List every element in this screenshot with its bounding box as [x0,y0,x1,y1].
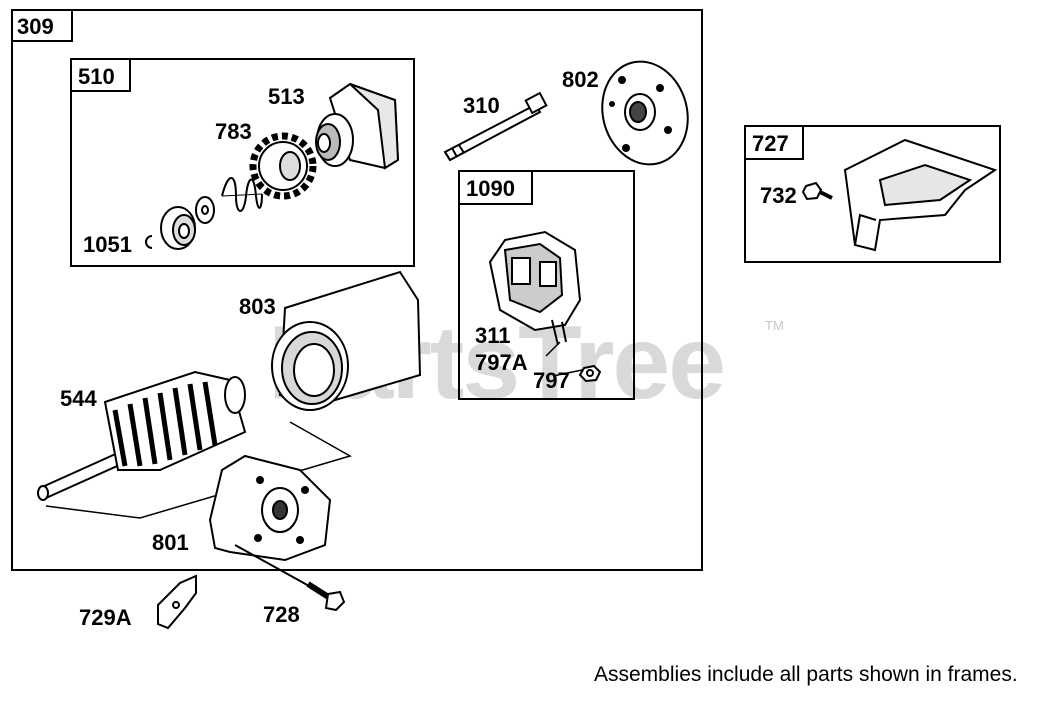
frame-309: 309 [11,9,703,571]
motor-housing-drawing [271,270,422,411]
part-label-544: 544 [60,386,97,411]
frame-label-309: 309 [17,14,54,39]
assembly-note: Assemblies include all parts shown in fr… [594,663,1018,686]
nut-drawing [578,364,602,383]
part-label-802: 802 [562,67,599,92]
bracket-729a-drawing [157,574,197,630]
part-label-728: 728 [263,602,300,627]
trademark-mark: TM [765,318,784,333]
bolt-728-drawing [234,544,346,612]
frame-label-1090: 1090 [466,176,515,201]
retaining-clip-drawing [145,235,153,249]
screw-732-drawing [801,181,833,201]
leader-lines [545,341,583,377]
drive-housing-drawing [315,82,400,170]
part-label-797A: 797A [475,350,528,375]
brush-holder-drawing [488,230,582,346]
spring-drawing [221,177,263,212]
washer-drawing [195,196,215,224]
pinion-gear-drawing [249,132,317,200]
through-bolt-drawing [443,91,548,162]
part-label-783: 783 [215,119,252,144]
end-cap-drawing [601,60,689,166]
part-label-729A: 729A [79,605,132,630]
part-label-311: 311 [475,323,511,348]
part-label-310: 310 [463,93,500,118]
armature-drawing [37,370,247,501]
part-label-513: 513 [268,84,305,109]
part-label-801: 801 [152,530,189,555]
frame-1090: 1090 [458,170,635,400]
stop-nut-drawing [160,206,196,250]
part-label-803: 803 [239,294,276,319]
frame-label-510: 510 [78,64,115,89]
frame-label-727: 727 [752,131,789,156]
end-plate-drawing [208,454,332,562]
frame-510: 510 [70,58,415,267]
part-label-1051: 1051 [83,232,132,257]
part-label-732: 732 [760,183,797,208]
shield-drawing [843,138,998,252]
part-label-797: 797 [533,368,570,393]
frame-727: 727 [744,125,1001,263]
